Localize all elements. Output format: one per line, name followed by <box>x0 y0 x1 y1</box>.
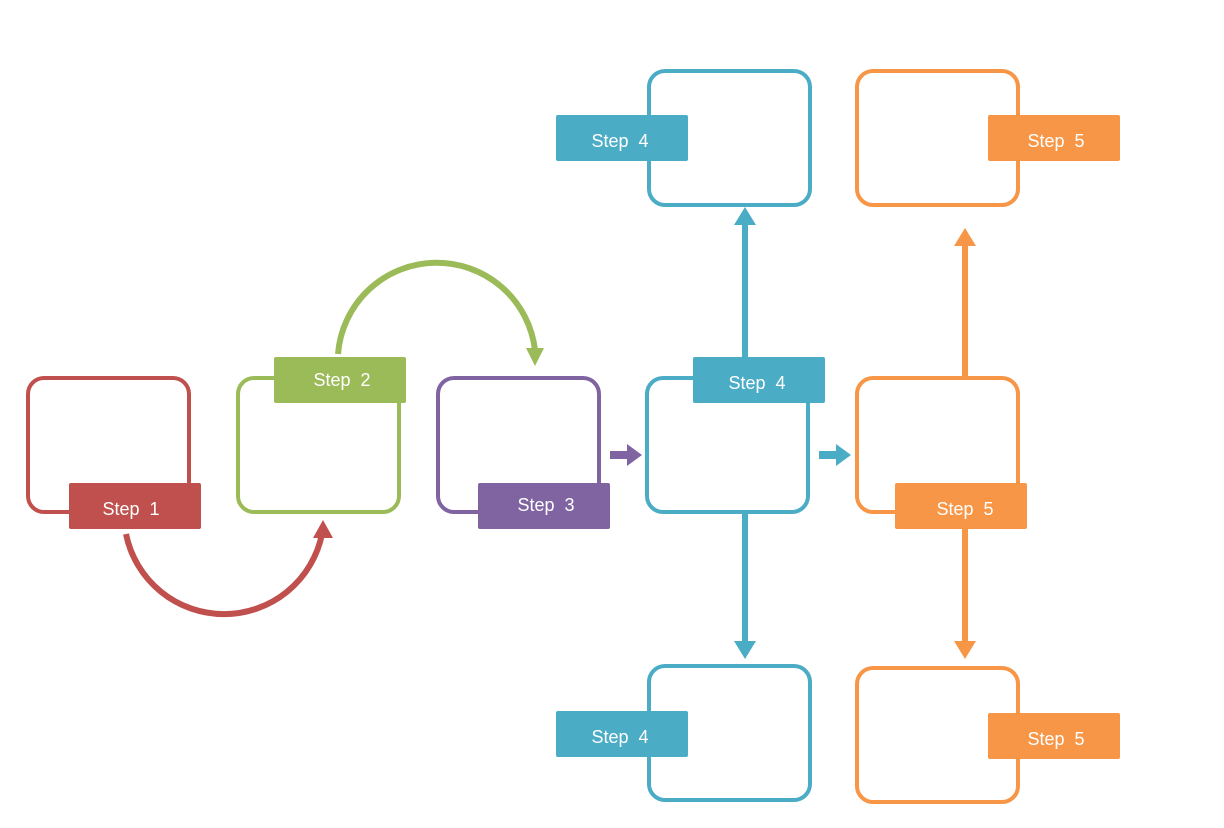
arrow-step3-to-step4 <box>610 444 642 466</box>
step3-label: Step 3 <box>517 495 574 515</box>
arrow-step4-up <box>734 207 756 358</box>
step5-top-node: Step 5 <box>855 69 1120 207</box>
arrow-step5-down <box>954 528 976 659</box>
step1-label: Step 1 <box>102 499 159 519</box>
step5-bottom-node: Step 5 <box>855 666 1120 804</box>
step4-bottom-label: Step 4 <box>591 727 648 747</box>
step5-bottom-label: Step 5 <box>1027 729 1084 749</box>
step4-bottom-node: Step 4 <box>556 664 812 802</box>
step2-label: Step 2 <box>313 370 370 390</box>
step4-center-label: Step 4 <box>728 373 785 393</box>
step1-label-bg <box>69 483 201 529</box>
step3-node: Step 3 <box>436 376 610 529</box>
step4-center-label-bg <box>693 357 825 403</box>
step5-center-node: Step 5 <box>855 376 1027 529</box>
step4-top-label: Step 4 <box>591 131 648 151</box>
step5-bottom-label-bg <box>988 713 1120 759</box>
step5-top-label-bg <box>988 115 1120 161</box>
step5-center-label-bg <box>895 483 1027 529</box>
step2-node: Step 2 <box>236 357 406 514</box>
step4-top-node: Step 4 <box>556 69 812 207</box>
step4-center-node: Step 4 <box>645 357 825 514</box>
step5-center-label: Step 5 <box>936 499 993 519</box>
step5-top-label: Step 5 <box>1027 131 1084 151</box>
step4-bottom-label-bg <box>556 711 688 757</box>
curved-arrow-step1-to-step2 <box>123 520 333 618</box>
step3-label-bg <box>478 483 610 529</box>
curved-arrow-step2-to-step3 <box>335 259 544 366</box>
arrow-step5-up <box>954 228 976 378</box>
step2-label-bg <box>274 357 406 403</box>
step4-top-label-bg <box>556 115 688 161</box>
step1-node: Step 1 <box>26 376 201 529</box>
arrow-step4-to-step5 <box>819 444 851 466</box>
arrow-step4-down <box>734 512 756 659</box>
